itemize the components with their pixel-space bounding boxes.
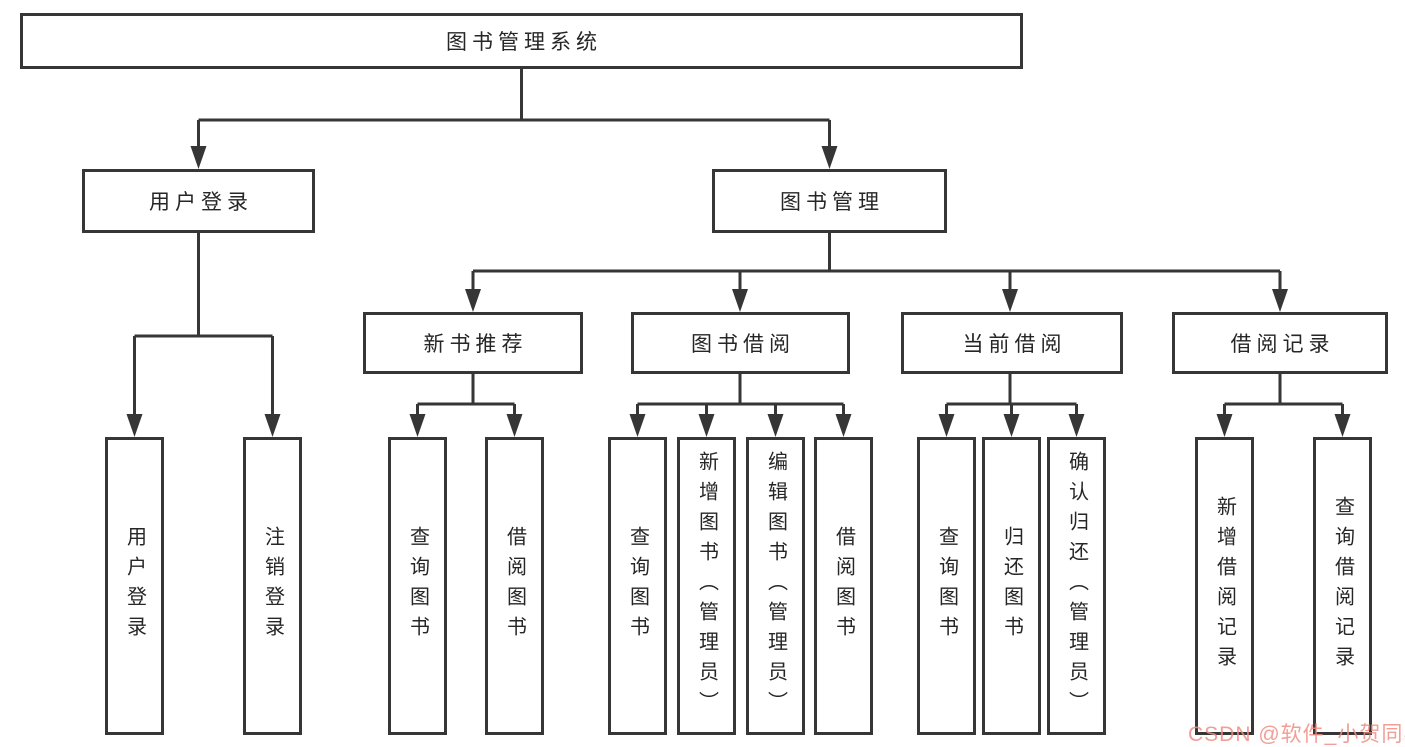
node-label: 用户登录 bbox=[149, 191, 253, 214]
node-current-borrowing: 当前借阅 bbox=[901, 312, 1123, 374]
node-edit-book-admin: 编辑图书（管理员） bbox=[746, 437, 805, 735]
node-label: 当前借阅 bbox=[962, 333, 1067, 356]
node-label: 查询图书 bbox=[626, 526, 649, 646]
node-label: 查询图书 bbox=[406, 526, 429, 646]
node-query-borrow-record: 查询借阅记录 bbox=[1313, 437, 1372, 735]
node-label: 查询图书 bbox=[935, 526, 958, 646]
node-logout: 注销登录 bbox=[243, 437, 302, 735]
node-add-borrow-record: 新增借阅记录 bbox=[1195, 437, 1254, 735]
node-label: 新书推荐 bbox=[423, 333, 528, 356]
node-new-book-recommend: 新书推荐 bbox=[363, 312, 583, 374]
node-label: 借阅图书 bbox=[832, 526, 855, 646]
node-return-books: 归还图书 bbox=[982, 437, 1041, 735]
node-label: 注销登录 bbox=[261, 526, 284, 646]
node-query-books-borrowing: 查询图书 bbox=[608, 437, 667, 735]
csdn-watermark: CSDN @软件_小贺同学 bbox=[1188, 723, 1405, 746]
node-label: 确认归还（管理员） bbox=[1065, 451, 1088, 721]
node-label: 图书管理系统 bbox=[446, 31, 602, 54]
node-confirm-return-admin: 确认归还（管理员） bbox=[1047, 437, 1106, 735]
node-root-library-system: 图书管理系统 bbox=[20, 13, 1023, 69]
node-label: 用户登录 bbox=[123, 526, 146, 646]
node-borrowing-records: 借阅记录 bbox=[1172, 312, 1388, 374]
node-label: 查询借阅记录 bbox=[1331, 496, 1354, 676]
node-label: 图书借阅 bbox=[691, 333, 795, 356]
node-label: 借阅记录 bbox=[1230, 333, 1335, 356]
node-label: 编辑图书（管理员） bbox=[764, 451, 787, 721]
node-label: 图书管理 bbox=[780, 191, 884, 214]
node-user-login-leaf: 用户登录 bbox=[105, 437, 164, 735]
node-label: 归还图书 bbox=[1000, 526, 1023, 646]
node-query-books-current: 查询图书 bbox=[917, 437, 976, 735]
node-add-book-admin: 新增图书（管理员） bbox=[677, 437, 736, 735]
node-label: 借阅图书 bbox=[503, 526, 526, 646]
node-book-borrowing: 图书借阅 bbox=[631, 312, 850, 374]
node-book-management-branch: 图书管理 bbox=[712, 169, 947, 233]
arrowhead-group bbox=[126, 146, 1351, 437]
node-borrow-books-leaf: 借阅图书 bbox=[814, 437, 873, 735]
node-borrow-books-recommend: 借阅图书 bbox=[485, 437, 544, 735]
node-label: 新增借阅记录 bbox=[1213, 496, 1236, 676]
node-query-books-recommend: 查询图书 bbox=[388, 437, 447, 735]
node-user-login-branch: 用户登录 bbox=[82, 169, 315, 233]
node-label: 新增图书（管理员） bbox=[695, 451, 718, 721]
